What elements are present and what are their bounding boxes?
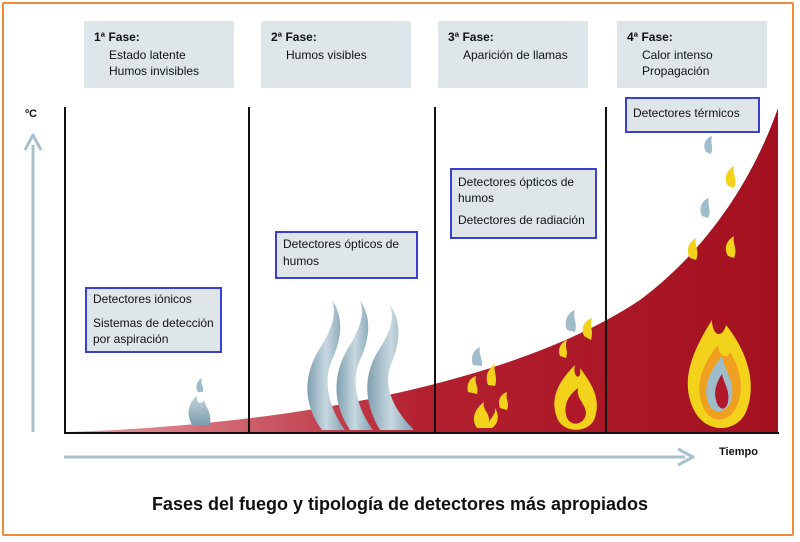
phase-2-title: 2ª Fase:: [271, 30, 317, 44]
medium-flame-icon: [554, 310, 597, 430]
phase-1-line-1: Estado latente: [109, 48, 186, 62]
phase-3-line-1: Aparición de llamas: [463, 48, 568, 62]
small-flames-icon: [467, 347, 508, 428]
x-axis-arrowhead: [677, 447, 695, 467]
phase-4-box: 4ª Fase: Calor intenso Propagación: [617, 21, 767, 88]
small-smoke-icon: [188, 378, 211, 425]
detector-aspiration-label-1: Sistemas de detección: [93, 316, 214, 330]
detector-ionic-label: Detectores iónicos: [93, 292, 192, 306]
phase-4-title: 4ª Fase:: [627, 30, 673, 44]
big-flame-icon: [687, 136, 751, 429]
phase-4-line-2: Propagación: [642, 64, 710, 78]
detector-aspiration-label-2: por aspiración: [93, 332, 169, 346]
detector-optical-label-1: Detectores ópticos de: [458, 175, 575, 189]
x-axis-label: Tiempo: [719, 446, 758, 458]
y-axis-label: ºC: [25, 108, 37, 120]
detector-optical-label-1: Detectores ópticos de: [283, 237, 400, 251]
phase-4-line-1: Calor intenso: [642, 48, 713, 62]
phase-1-line-2: Humos invisibles: [109, 64, 200, 78]
detector-optical-label-2: humos: [458, 191, 495, 205]
y-axis-arrowhead: [23, 133, 43, 151]
large-smoke-icon: [307, 300, 414, 430]
detector-thermal-label: Detectores térmicos: [633, 106, 740, 120]
detector-optical-label-2: humos: [283, 254, 320, 268]
detector-box-phase-2: Detectores ópticos de humos: [275, 231, 418, 279]
detector-box-phase-3: Detectores ópticos de humos Detectores d…: [450, 168, 597, 239]
figure-caption: Fases del fuego y tipología de detectore…: [151, 494, 649, 514]
detector-radiation-label: Detectores de radiación: [458, 213, 585, 227]
phase-1-title: 1ª Fase:: [94, 30, 140, 44]
detector-box-phase-1: Detectores iónicos Sistemas de detección…: [85, 287, 222, 353]
phase-3-title: 3ª Fase:: [448, 30, 494, 44]
phase-3-box: 3ª Fase: Aparición de llamas: [438, 21, 588, 88]
phase-1-box: 1ª Fase: Estado latente Humos invisibles: [84, 21, 234, 88]
phase-2-box: 2ª Fase: Humos visibles: [261, 21, 411, 88]
figure-frame: [2, 2, 794, 536]
phase-2-line-1: Humos visibles: [286, 48, 367, 62]
temperature-curve: [65, 108, 778, 432]
detector-box-phase-4: Detectores térmicos: [625, 97, 760, 133]
